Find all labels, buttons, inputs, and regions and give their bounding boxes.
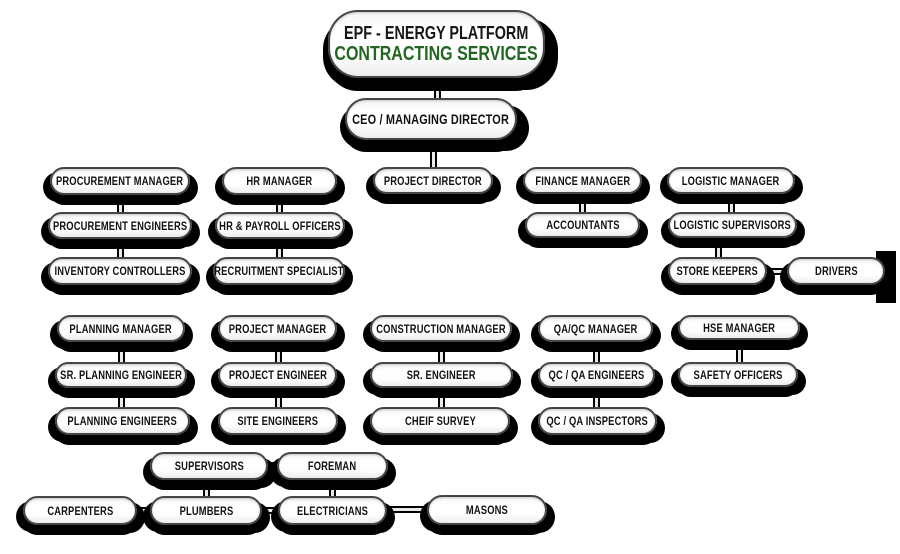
node-label: HR MANAGER [246,174,313,188]
node-inventory-controllers: INVENTORY CONTROLLERS [48,257,192,285]
node-planning-engineers: PLANNING ENGINEERS [55,407,190,435]
connector-line [276,192,283,214]
node-hr-payroll-officers: HR & PAYROLL OFFICERS [215,212,345,239]
node-project-director: PROJECT DIRECTOR [373,167,493,194]
node-procurement-engineers: PROCUREMENT ENGINEERS [48,212,192,239]
node-label: QC / QA ENGINEERS [548,368,645,382]
node-logistic-manager: LOGISTIC MANAGER [667,167,795,194]
connector-line [384,506,430,513]
node-label: PLANNING ENGINEERS [67,414,178,428]
connector-line [117,192,124,214]
node-hr-manager: HR MANAGER [222,167,337,195]
node-label: STORE KEEPERS [676,264,759,278]
connector-line [715,236,722,259]
node-accountants: ACCOUNTANTS [525,212,640,238]
node-label: DRIVERS [814,264,858,278]
org-root-title-box: EPF - ENERGY PLATFORM CONTRACTING SERVIC… [328,10,545,78]
node-site-engineers: SITE ENGINEERS [218,407,338,435]
node-sr-engineer: SR. ENGINEER [370,362,513,388]
node-electricians: ELECTRICIANS [278,496,387,525]
connector-line [203,478,210,498]
node-project-manager: PROJECT MANAGER [218,315,337,342]
node-label: ELECTRICIANS [296,503,369,518]
node-label: SITE ENGINEERS [237,414,319,428]
connector-line [117,238,124,259]
node-label: CARPENTERS [46,503,114,518]
node-label: HR & PAYROLL OFFICERS [219,218,341,233]
connector-line [579,192,586,214]
node-label: CHEIF SURVEY [404,414,476,428]
node-label: PROCUREMENT MANAGER [56,174,184,188]
node-qc-qa-engineers: QC / QA ENGINEERS [538,362,655,388]
connector-line [134,507,153,514]
node-recruitment-specialist: RECRUITMENT SPECIALIST [213,257,345,285]
connector-line [438,340,445,364]
node-label: QA/QC MANAGER [553,321,638,336]
node-qaqc-manager: QA/QC MANAGER [538,315,653,342]
node-label: PROJECT MANAGER [228,321,327,336]
connector-line [276,238,283,259]
node-label: CONSTRUCTION MANAGER [376,321,506,336]
connector-line [434,74,441,100]
node-label: CEO / MANAGING DIRECTOR [352,111,510,127]
node-construction-manager: CONSTRUCTION MANAGER [370,315,512,342]
node-logistic-supervisors: LOGISTIC SUPERVISORS [668,212,797,238]
node-label: SAFETY OFFICERS [693,367,783,382]
node-procurement-manager: PROCUREMENT MANAGER [50,167,190,195]
node-label: MASONS [465,503,509,517]
node-masons: MASONS [427,495,547,525]
node-drivers: DRIVERS [787,257,885,285]
node-label: FOREMAN [308,459,357,473]
node-label: PROJECT ENGINEER [228,368,327,382]
node-carpenters: CARPENTERS [23,496,137,525]
node-project-engineer: PROJECT ENGINEER [218,362,337,388]
node-finance-manager: FINANCE MANAGER [523,167,642,194]
connector-line [430,136,437,170]
node-label: HSE MANAGER [703,320,775,335]
connector-line [265,462,280,469]
node-qc-qa-inspectors: QC / QA INSPECTORS [538,407,657,435]
node-ceo: CEO / MANAGING DIRECTOR [345,98,517,140]
connector-line [259,507,281,514]
node-label: RECRUITMENT SPECIALIST [214,264,344,278]
node-label: QC / QA INSPECTORS [546,414,649,428]
node-label: PLUMBERS [179,503,233,518]
node-foreman: FOREMAN [277,452,388,480]
node-label: SUPERVISORS [174,459,244,473]
node-label: ACCOUNTANTS [545,218,620,232]
node-cheif-survey: CHEIF SURVEY [370,407,510,435]
connector-line [118,386,125,409]
node-sr-planning-engineer: SR. PLANNING ENGINEER [55,362,187,388]
connector-line [438,386,445,409]
node-label: LOGISTIC MANAGER [682,173,780,188]
connector-line [593,386,600,409]
company-name: EPF - ENERGY PLATFORM [344,22,529,43]
connector-line [275,386,282,409]
node-label: PROCUREMENT ENGINEERS [52,218,188,233]
connector-line [764,268,790,275]
node-store-keepers: STORE KEEPERS [668,257,767,285]
connector-line [593,340,600,364]
node-label: PLANNING MANAGER [69,321,173,336]
node-label: SR. PLANNING ENGINEER [60,368,182,382]
connector-line [329,478,336,498]
node-label: INVENTORY CONTROLLERS [54,264,186,278]
node-label: FINANCE MANAGER [535,173,630,188]
node-label: SR. ENGINEER [407,368,476,382]
node-supervisors: SUPERVISORS [150,452,268,480]
connector-line [736,338,743,364]
node-plumbers: PLUMBERS [150,496,262,525]
node-hse-manager: HSE MANAGER [678,315,800,340]
connector-line [118,340,125,364]
node-label: LOGISTIC SUPERVISORS [673,218,792,232]
connector-line [728,192,735,214]
connector-line [275,340,282,364]
node-label: PROJECT DIRECTOR [383,173,483,188]
node-safety-officers: SAFETY OFFICERS [678,362,798,387]
company-subtitle: CONTRACTING SERVICES [334,42,539,65]
node-planning-manager: PLANNING MANAGER [57,315,185,342]
